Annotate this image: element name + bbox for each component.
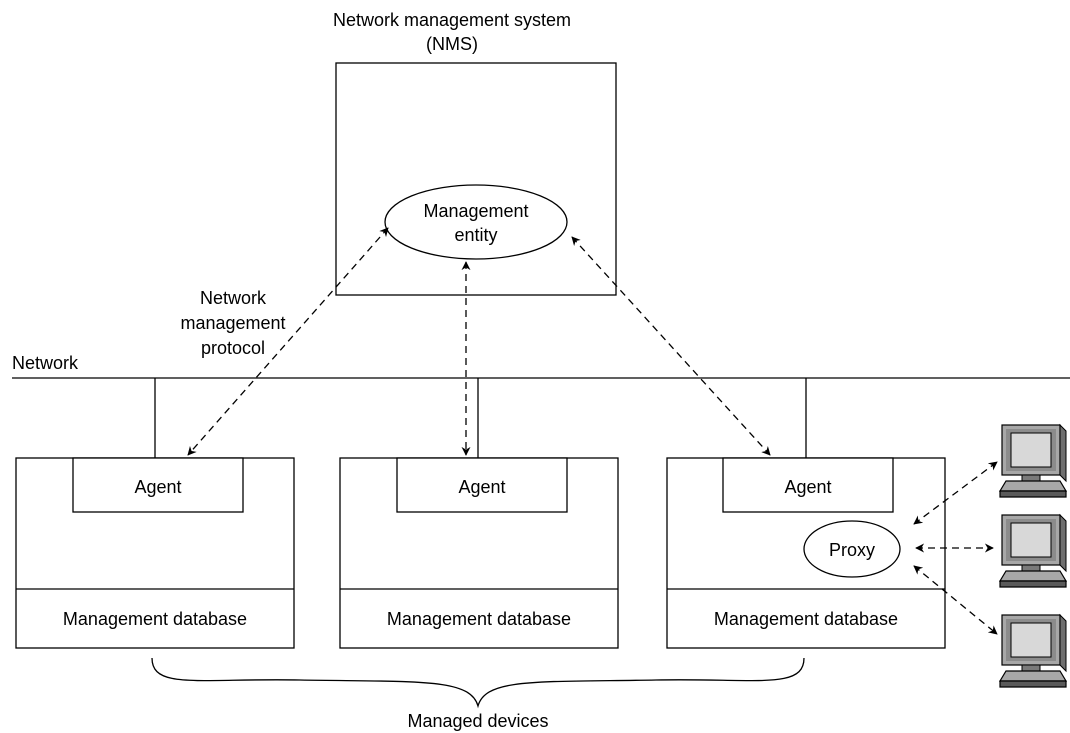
managed-device-3: Agent Proxy Management database: [666, 457, 946, 649]
agent-box-1: [72, 457, 244, 513]
proxy-label: Proxy: [829, 540, 875, 560]
database-label-1: Management database: [63, 609, 247, 629]
agent-box-2: [396, 457, 568, 513]
agent-label-2: Agent: [458, 477, 505, 497]
management-entity-line1: Management: [423, 201, 528, 221]
nms-title-line1: Network management system: [333, 10, 571, 30]
computer-icon: [999, 614, 1067, 688]
nms-title-line2: (NMS): [426, 34, 478, 54]
managed-device-2: Agent Management database: [339, 457, 619, 649]
protocol-label-line2: management: [180, 313, 285, 333]
nms-box: [335, 62, 617, 296]
management-entity-line2: entity: [454, 225, 497, 245]
proxy-arrow-top: [913, 461, 998, 525]
protocol-label-line3: protocol: [201, 338, 265, 358]
proxy-arrow-bottom: [913, 565, 998, 635]
management-entity-ellipse: [384, 184, 568, 260]
database-label-3: Management database: [714, 609, 898, 629]
protocol-arrow-left: [187, 227, 389, 456]
agent-label-3: Agent: [784, 477, 831, 497]
network-label: Network: [12, 353, 79, 373]
computer-icon: [999, 514, 1067, 588]
agent-label-1: Agent: [134, 477, 181, 497]
protocol-label-line1: Network: [200, 288, 267, 308]
protocol-arrow-right: [571, 236, 771, 456]
managed-device-1: Agent Management database: [15, 457, 295, 649]
managed-devices-label: Managed devices: [407, 711, 548, 731]
agent-box-3: [722, 457, 894, 513]
proxy-ellipse: [803, 520, 901, 578]
managed-devices-brace: [151, 657, 805, 709]
database-label-2: Management database: [387, 609, 571, 629]
computer-icon: [999, 424, 1067, 498]
